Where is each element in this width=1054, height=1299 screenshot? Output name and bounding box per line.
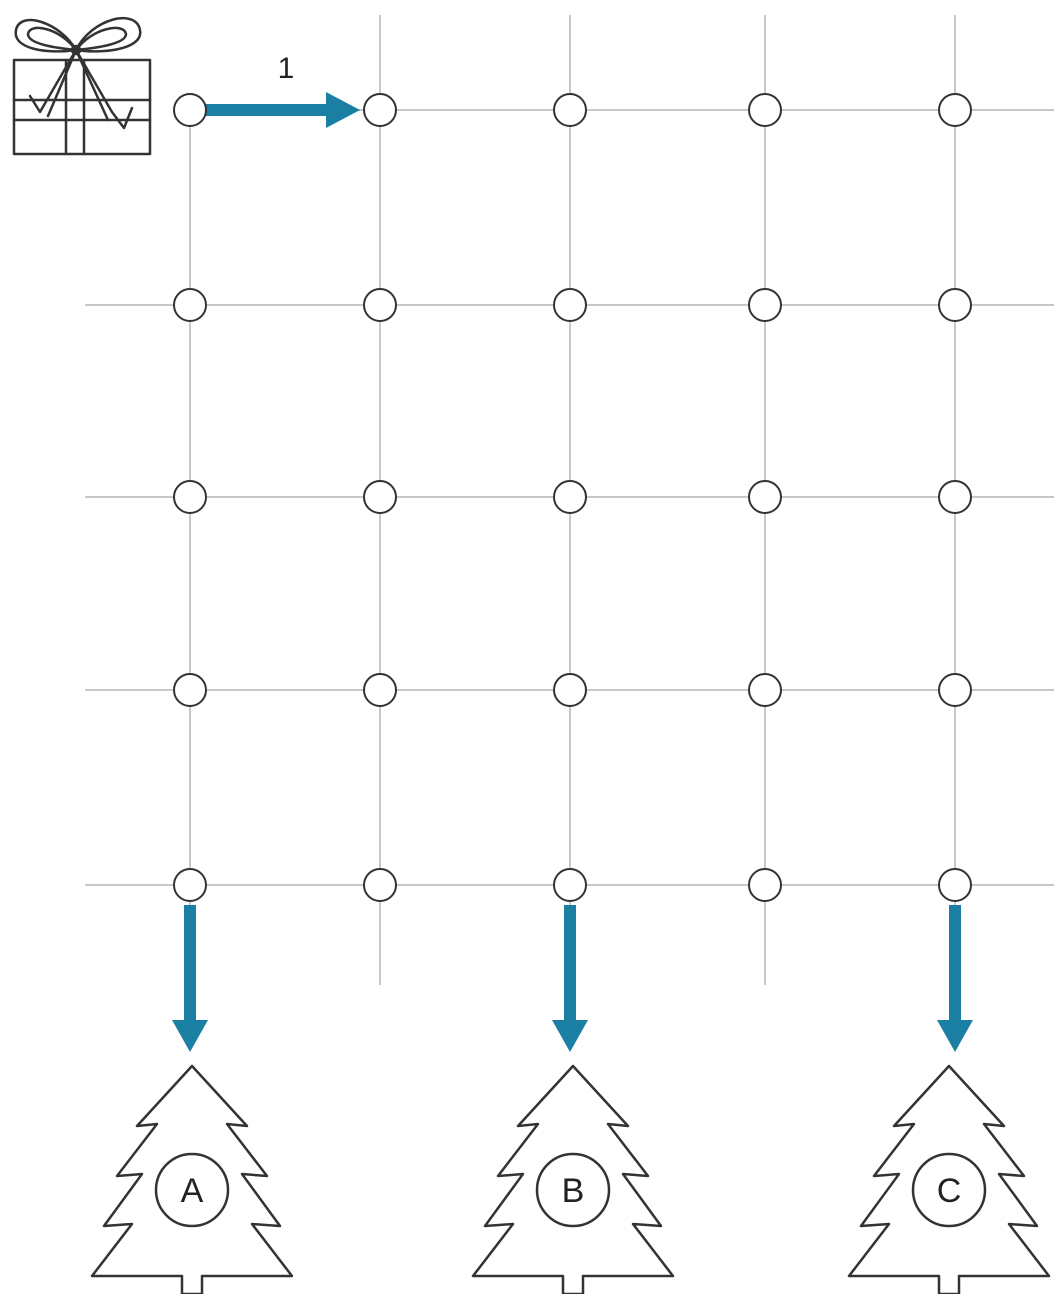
grid-node — [364, 289, 396, 321]
tree-a: A — [92, 1066, 292, 1294]
grid-node — [174, 94, 206, 126]
down-arrow-c — [937, 905, 973, 1052]
grid-node — [939, 869, 971, 901]
grid-node — [554, 481, 586, 513]
grid-node — [174, 289, 206, 321]
grid-node — [939, 289, 971, 321]
grid-node — [749, 94, 781, 126]
grid-node — [749, 481, 781, 513]
tree-b: B — [473, 1066, 673, 1294]
grid-node — [364, 674, 396, 706]
down-arrow-a — [172, 905, 208, 1052]
tree-label-a: A — [181, 1172, 204, 1210]
grid-node — [554, 94, 586, 126]
grid-node — [554, 674, 586, 706]
grid-node — [939, 94, 971, 126]
grid-node — [174, 481, 206, 513]
grid-node — [174, 869, 206, 901]
grid-node — [749, 289, 781, 321]
gift-box-icon — [14, 18, 150, 154]
step-arrow-right — [206, 92, 360, 128]
grid-node — [174, 674, 206, 706]
grid-node — [939, 481, 971, 513]
grid-node — [554, 289, 586, 321]
grid-node — [364, 94, 396, 126]
grid-node — [554, 869, 586, 901]
down-arrow-b — [552, 905, 588, 1052]
step-label: 1 — [278, 52, 295, 85]
tree-label-c: C — [937, 1172, 962, 1210]
grid-node — [749, 869, 781, 901]
grid-node — [939, 674, 971, 706]
tree-label-b: B — [562, 1172, 585, 1210]
grid-node — [364, 869, 396, 901]
tree-c: C — [849, 1066, 1049, 1294]
grid-node — [749, 674, 781, 706]
grid-node — [364, 481, 396, 513]
arrows: 1 — [172, 52, 973, 1052]
